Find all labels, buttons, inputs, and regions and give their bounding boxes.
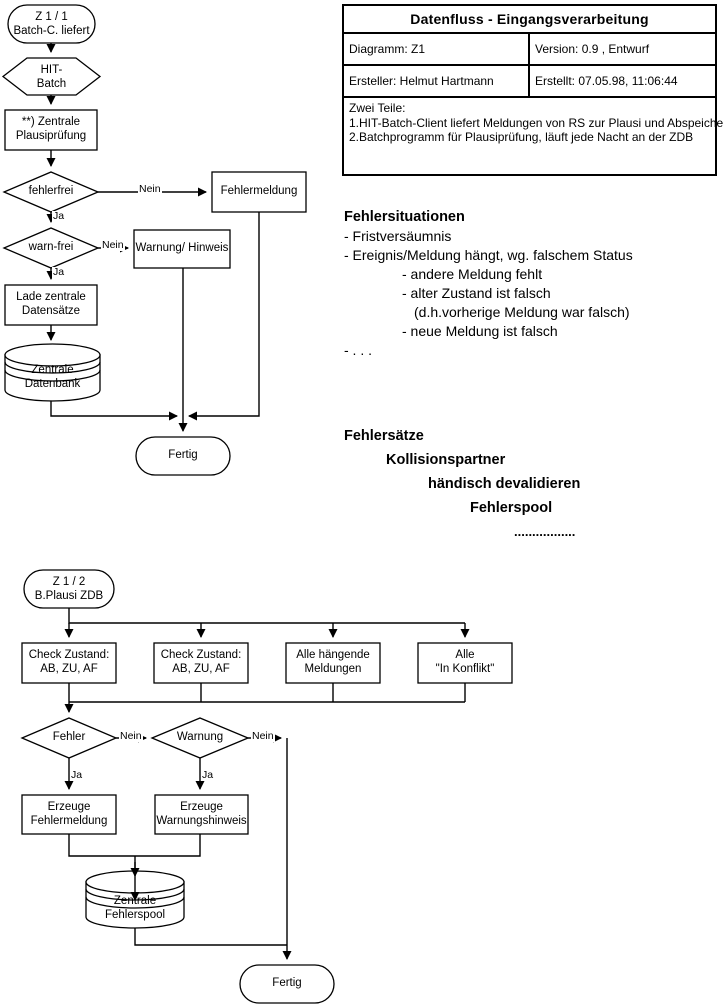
info-table-row-author: Ersteller: Helmut Hartmann Erstellt: 07.…	[344, 66, 715, 98]
node-start-top	[7, 4, 96, 44]
edge-fehlerspool-to-fertig	[134, 928, 287, 946]
node-decision-fehlerfrei	[2, 171, 100, 213]
node-box-haengende	[285, 642, 381, 684]
node-box-erzeuge-warnungshinweis	[154, 794, 249, 835]
info-created-cell: Erstellt: 07.05.98, 11:06:44	[535, 74, 678, 88]
edge-db-to-fertig	[50, 401, 178, 421]
edge-label-ja-2: Ja	[52, 266, 66, 278]
cascade-line: Kollisionspartner	[386, 452, 506, 468]
node-box-check-1	[21, 642, 117, 684]
edge-erzeuge-merge	[68, 834, 201, 857]
info-note-line: Zwei Teile:	[349, 101, 406, 115]
error-situations-line: - andere Meldung fehlt	[402, 266, 543, 282]
info-diagram-cell: Diagramm: Z1	[344, 34, 530, 64]
cascade-block: Fehlersätze Kollisionspartner händisch d…	[344, 424, 723, 544]
node-box-fehlermeldung	[211, 171, 307, 213]
error-situations-line: - . . .	[344, 342, 372, 358]
node-end-fertig-bottom	[239, 964, 335, 1004]
info-note-line: 2.Batchprogramm für Plausiprüfung, läuft…	[349, 130, 694, 144]
error-situations-line: - Ereignis/Meldung hängt, wg. falschem S…	[344, 247, 633, 263]
node-decision-warnfrei	[2, 227, 100, 269]
edge-label-ja-4: Ja	[201, 769, 215, 781]
edge-label-nein-1: Nein	[138, 183, 162, 195]
edge-start-fanout-bus	[68, 608, 465, 624]
node-decision-fehler	[20, 717, 118, 759]
info-table-row-diagram: Diagramm: Z1 Version: 0.9 , Entwurf	[344, 34, 715, 66]
node-process-plausi	[4, 109, 98, 151]
node-box-konflikt	[417, 642, 513, 684]
node-box-warnung-hinweis	[133, 229, 231, 269]
error-situations-line: - Fristversäumnis	[344, 228, 452, 244]
error-situations-block: Fehlersituationen - Fristversäumnis - Er…	[344, 208, 723, 360]
error-situations-heading: Fehlersituationen	[344, 209, 465, 225]
edge-fehlermeldung-to-fertig	[188, 212, 260, 421]
info-author-cell: Ersteller: Helmut Hartmann	[344, 66, 530, 96]
edge-label-ja-3: Ja	[70, 769, 84, 781]
edge-merge-bus	[68, 683, 466, 703]
info-version-cell: Version: 0.9 , Entwurf	[535, 42, 650, 56]
info-table: Datenfluss - Eingangsverarbeitung Diagra…	[342, 4, 723, 176]
edge-label-nein-4: Nein	[251, 730, 275, 742]
node-box-lade-zentrale	[4, 284, 98, 326]
error-situations-line: - neue Meldung ist falsch	[402, 323, 558, 339]
info-note-line: 1.HIT-Batch-Client liefert Meldungen von…	[349, 115, 723, 130]
node-decision-warnung	[150, 717, 250, 759]
edge-label-nein-2: Nein	[101, 239, 125, 251]
node-start-bottom	[23, 569, 115, 609]
edge-label-nein-3: Nein	[119, 730, 143, 742]
cascade-line: Fehlerspool	[470, 500, 553, 516]
info-table-row-notes: Zwei Teile: 1.HIT-Batch-Client liefert M…	[344, 98, 723, 148]
edge-label-ja-1: Ja	[52, 210, 66, 222]
info-notes: Zwei Teile: 1.HIT-Batch-Client liefert M…	[344, 98, 723, 148]
node-hexagon-hit-batch	[1, 57, 102, 96]
cascade-line: .................	[514, 524, 576, 539]
error-situations-line: (d.h.vorherige Meldung war falsch)	[414, 304, 630, 320]
node-box-check-2	[153, 642, 249, 684]
info-table-title: Datenfluss - Eingangsverarbeitung	[344, 6, 715, 34]
cascade-line: händisch devalidieren	[428, 476, 581, 492]
node-end-fertig-top	[135, 436, 231, 476]
node-box-erzeuge-fehlermeldung	[21, 794, 117, 835]
node-db-zentrale-datenbank	[4, 343, 101, 402]
cascade-line: Fehlersätze	[344, 428, 424, 444]
error-situations-line: - alter Zustand ist falsch	[402, 285, 551, 301]
